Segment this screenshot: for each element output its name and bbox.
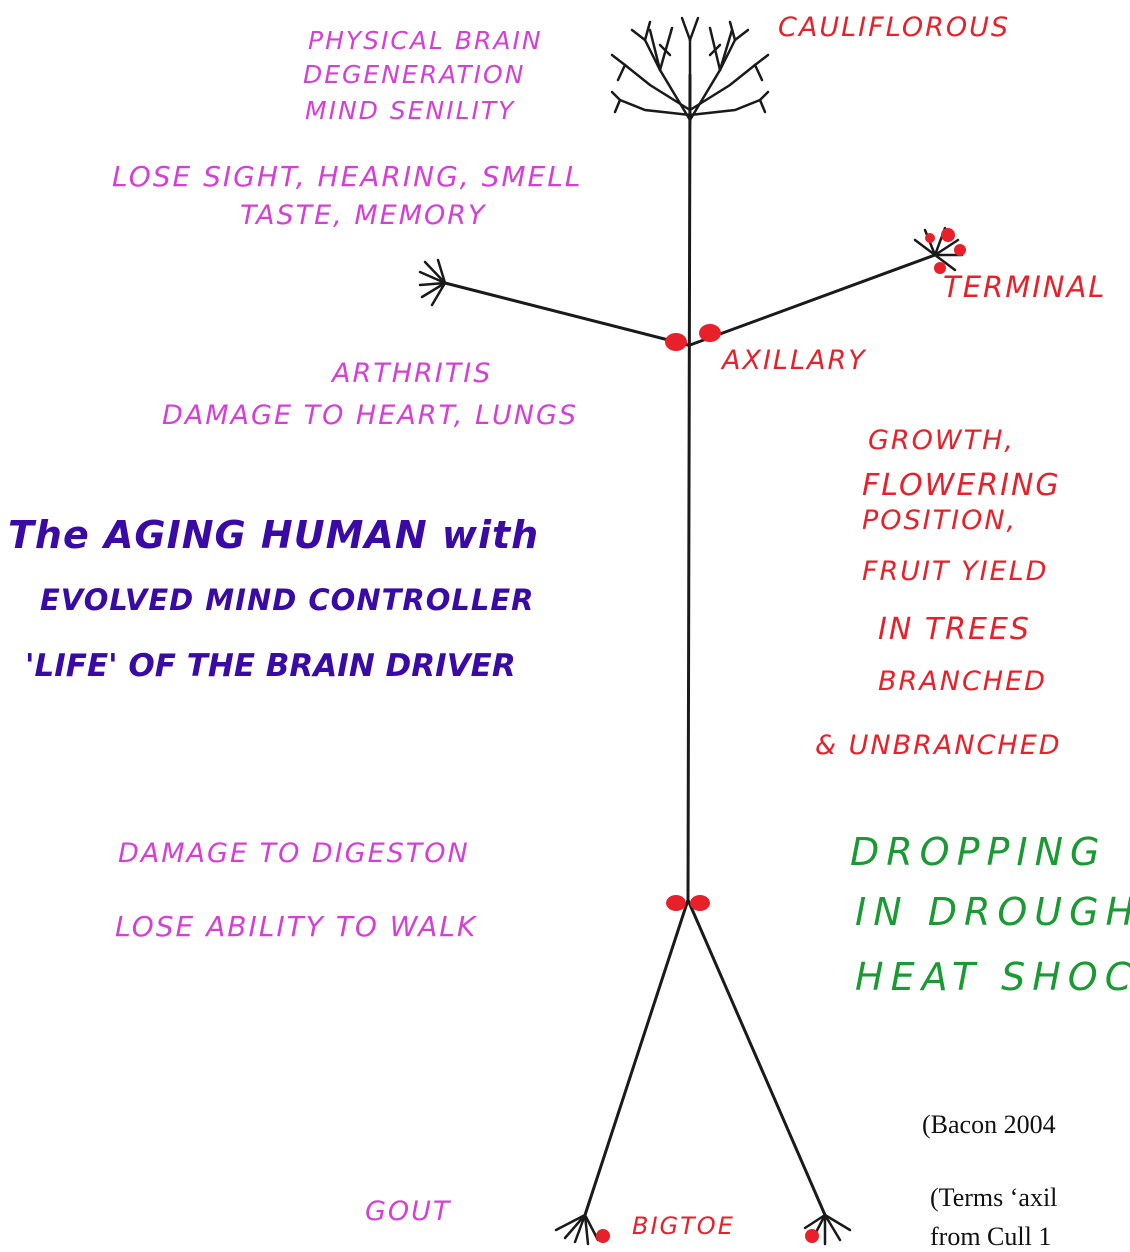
growth-label: GROWTH,	[868, 425, 1016, 456]
bigtoe-bud-right	[805, 1229, 819, 1243]
title-line-1: The AGING HUMAN with	[8, 513, 540, 557]
position-label: POSITION,	[862, 505, 1018, 536]
axillary-label: AXILLARY	[722, 345, 867, 376]
damage-digestion-label: DAMAGE TO DIGESTON	[118, 838, 470, 869]
left-leg	[583, 898, 690, 1217]
citation-bacon: (Bacon 2004	[922, 1110, 1056, 1139]
in-trees-label: IN TREES	[878, 612, 1031, 647]
title-line-2: EVOLVED MIND CONTROLLER	[40, 583, 535, 617]
terminal-label: TERMINAL	[943, 270, 1107, 304]
flowering-label: FLOWERING	[862, 468, 1061, 503]
branched-label: BRANCHED	[878, 666, 1047, 697]
fruit-yield-label: FRUIT YIELD	[862, 556, 1049, 587]
lose-walk-label: LOSE ABILITY TO WALK	[115, 910, 478, 943]
heat-shock-label: HEAT SHOCK	[855, 955, 1130, 999]
dropping-label: DROPPING	[850, 830, 1107, 874]
degeneration-label: DEGENERATION	[303, 60, 526, 89]
trunk	[686, 73, 692, 902]
damage-heart-label: DAMAGE TO HEART, LUNGS	[162, 400, 579, 431]
left-hand	[418, 258, 447, 307]
terminal-bud-3	[934, 262, 946, 274]
mind-senility-label: MIND SENILITY	[305, 96, 516, 125]
lose-sight-label: LOSE SIGHT, HEARING, SMELL	[112, 160, 583, 193]
in-drought-label: IN DROUGHT	[855, 890, 1130, 934]
left-foot	[554, 1213, 600, 1246]
gout-label: GOUT	[365, 1196, 452, 1227]
crown	[610, 16, 770, 127]
right-leg	[686, 898, 827, 1217]
terminal-bud-4	[925, 233, 935, 243]
right-arm	[688, 253, 937, 347]
axillary-bud-right	[699, 324, 721, 342]
hip-bud-right	[690, 895, 710, 911]
physical-brain-label: PHYSICAL BRAIN	[308, 26, 543, 55]
cauliflorous-label: CAULIFLOROUS	[778, 12, 1010, 43]
left-arm	[443, 281, 690, 347]
unbranched-label: & UNBRANCHED	[815, 730, 1062, 761]
hip-bud-left	[666, 895, 686, 911]
terminal-bud-1	[941, 228, 955, 242]
axillary-bud-left	[665, 333, 687, 351]
citation-terms-line-2: from Cull 1	[930, 1222, 1052, 1251]
terminal-bud-2	[954, 244, 966, 256]
right-foot	[803, 1213, 852, 1246]
citation-terms-line-1: (Terms ‘axil	[930, 1183, 1058, 1212]
bigtoe-label: BIGTOE	[632, 1212, 735, 1240]
bigtoe-bud-left	[596, 1229, 610, 1243]
title-line-3: 'LIFE' OF THE BRAIN DRIVER	[25, 648, 516, 684]
taste-memory-label: TASTE, MEMORY	[240, 200, 487, 231]
arthritis-label: ARTHRITIS	[332, 358, 493, 389]
